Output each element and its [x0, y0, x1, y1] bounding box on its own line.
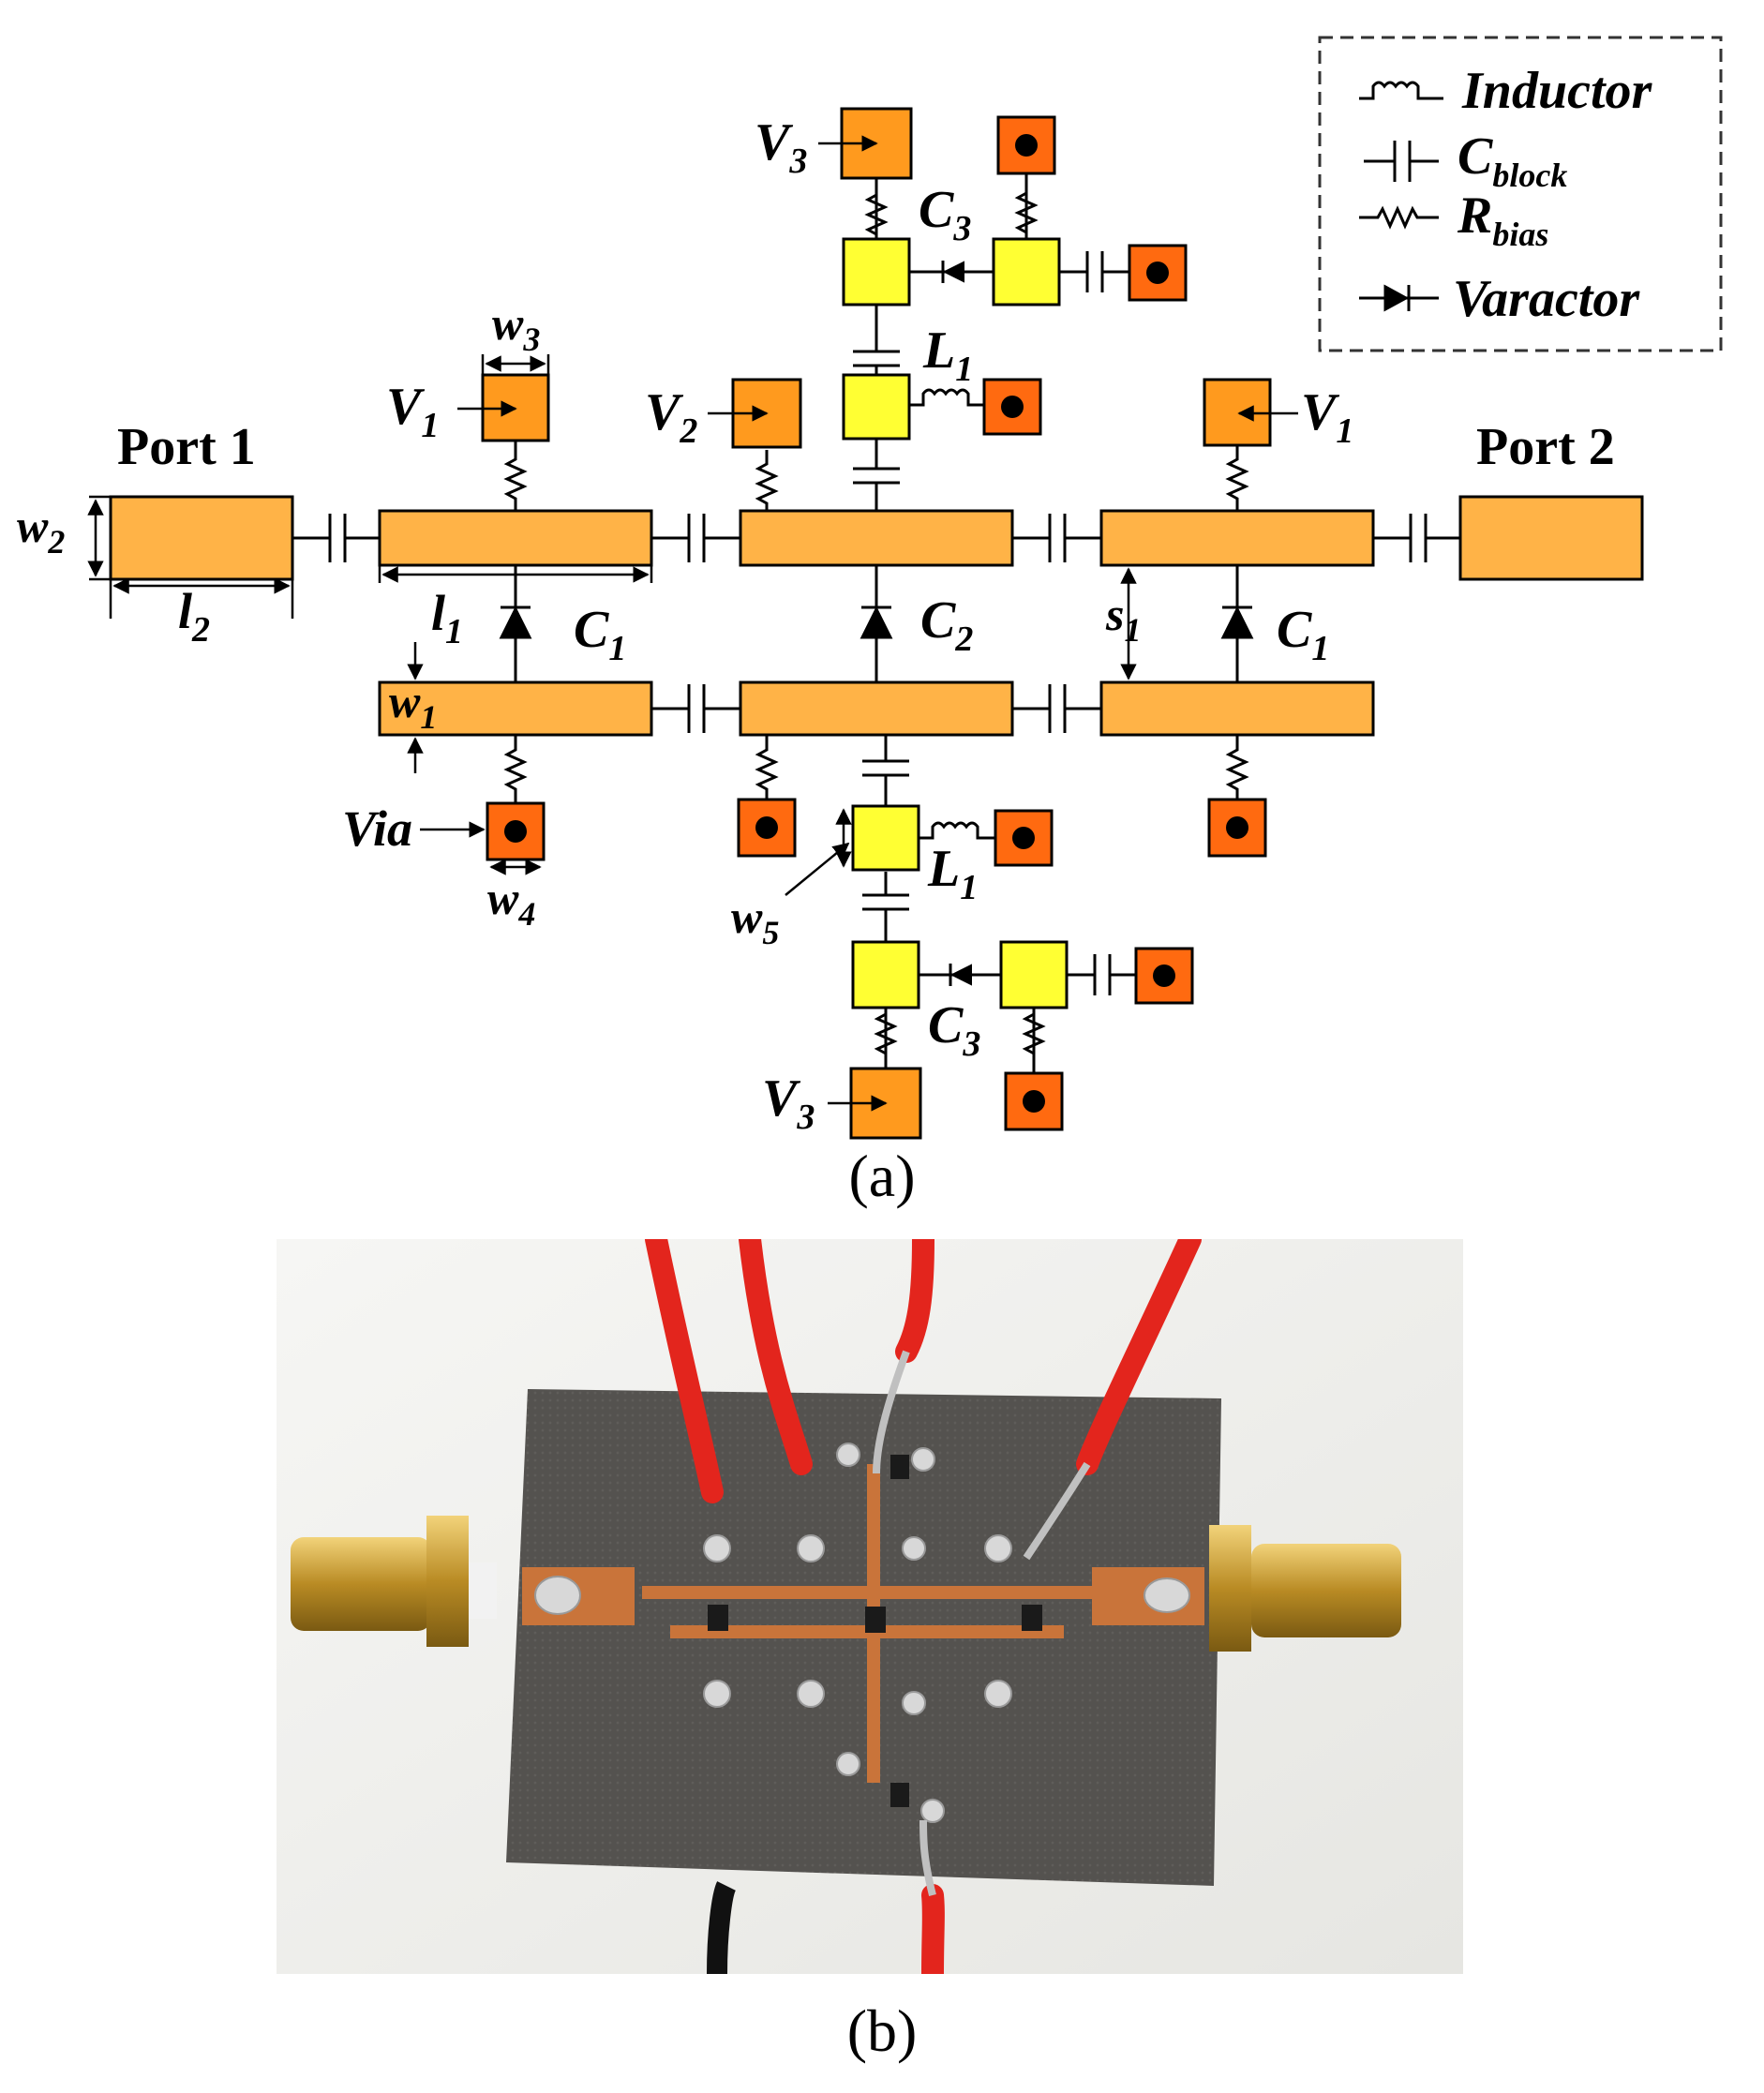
- port1-pad: [109, 495, 294, 581]
- label-port2: Port 2: [1476, 418, 1615, 476]
- lower-l1-node: [851, 804, 920, 872]
- svg-text:Rbias: Rbias: [1457, 187, 1548, 253]
- inductor-symbol: [1359, 81, 1443, 100]
- label-l1-bottom: L1: [927, 840, 978, 907]
- label-c3-bottom: C3: [928, 996, 980, 1064]
- series-capacitors: [292, 514, 1460, 733]
- label-w4: w4: [487, 872, 535, 933]
- legend-rbias-sub: bias: [1492, 216, 1548, 253]
- legend-cblock-sub: block: [1492, 157, 1567, 194]
- svg-text:Cblock: Cblock: [1458, 127, 1567, 194]
- label-c1-left: C1: [574, 601, 626, 668]
- label-c3-top: C3: [919, 181, 971, 248]
- fabricated-filter-photo: [277, 1239, 1463, 1974]
- varactor-symbol: [1359, 284, 1439, 312]
- label-w1: w1: [389, 675, 437, 736]
- bottom-line-right: [1099, 680, 1375, 737]
- label-port1: Port 1: [117, 418, 256, 476]
- port2-pad: [1458, 495, 1644, 581]
- label-v1-left: V1: [386, 378, 439, 445]
- legend-inductor: Inductor: [1461, 62, 1652, 120]
- sma-connector-left: [291, 1516, 497, 1647]
- top-line-left: [378, 509, 653, 567]
- label-v3-top: V3: [755, 113, 807, 181]
- upper-c3-node: [842, 237, 911, 306]
- label-v2: V2: [645, 383, 697, 451]
- label-c2: C2: [920, 591, 973, 659]
- label-l1: l1: [431, 585, 463, 651]
- row-varactors: [499, 565, 1254, 682]
- legend-rbias: R: [1457, 187, 1492, 245]
- caption-a: (a): [848, 1143, 916, 1209]
- lower-c3-node: [851, 940, 920, 1009]
- filter-schematic: Inductor Cblock Rbias Varactor: [17, 36, 1723, 1140]
- label-s1: s1: [1105, 588, 1141, 649]
- label-l2: l2: [178, 583, 210, 650]
- legend-cblock: C: [1458, 127, 1493, 186]
- top-line-center: [739, 509, 1014, 567]
- label-v1-right: V1: [1301, 383, 1353, 451]
- label-l1-top: L1: [922, 321, 973, 389]
- cblock-symbol: [1364, 141, 1439, 182]
- legend-varactor: Varactor: [1453, 270, 1640, 328]
- label-v3-bottom: V3: [762, 1069, 815, 1137]
- bottom-vias: [486, 798, 1267, 861]
- upper-side-node: [992, 237, 1061, 306]
- label-via: Via: [342, 800, 412, 857]
- top-line-right: [1099, 509, 1375, 567]
- label-c1-right: C1: [1277, 601, 1329, 668]
- bottom-line-center: [739, 680, 1014, 737]
- label-w3: w3: [492, 297, 540, 358]
- caption-b: (b): [846, 1997, 918, 2064]
- rbias-symbol: [1359, 205, 1439, 230]
- label-w5: w5: [731, 890, 779, 951]
- sma-connector-right: [1209, 1525, 1401, 1652]
- upper-l1-node: [842, 373, 911, 441]
- legend: Inductor Cblock Rbias Varactor: [1318, 36, 1723, 352]
- label-w2: w2: [17, 500, 65, 561]
- lower-side-node: [999, 940, 1069, 1009]
